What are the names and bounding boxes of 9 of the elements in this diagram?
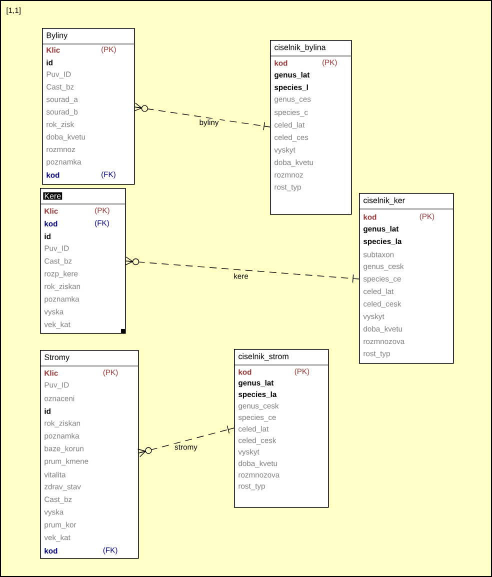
relationship-line	[134, 102, 270, 130]
table-title: Stromy	[44, 354, 70, 362]
table-title: Kere	[43, 192, 62, 200]
table-title: Byliny	[46, 32, 68, 40]
table-title: ciselnik_strom	[238, 353, 288, 361]
table-title: ciselnik_ker	[364, 197, 405, 205]
relationship-line	[137, 425, 234, 458]
table-title: ciselnik_bylina	[274, 44, 326, 52]
relationship-line	[125, 256, 360, 283]
